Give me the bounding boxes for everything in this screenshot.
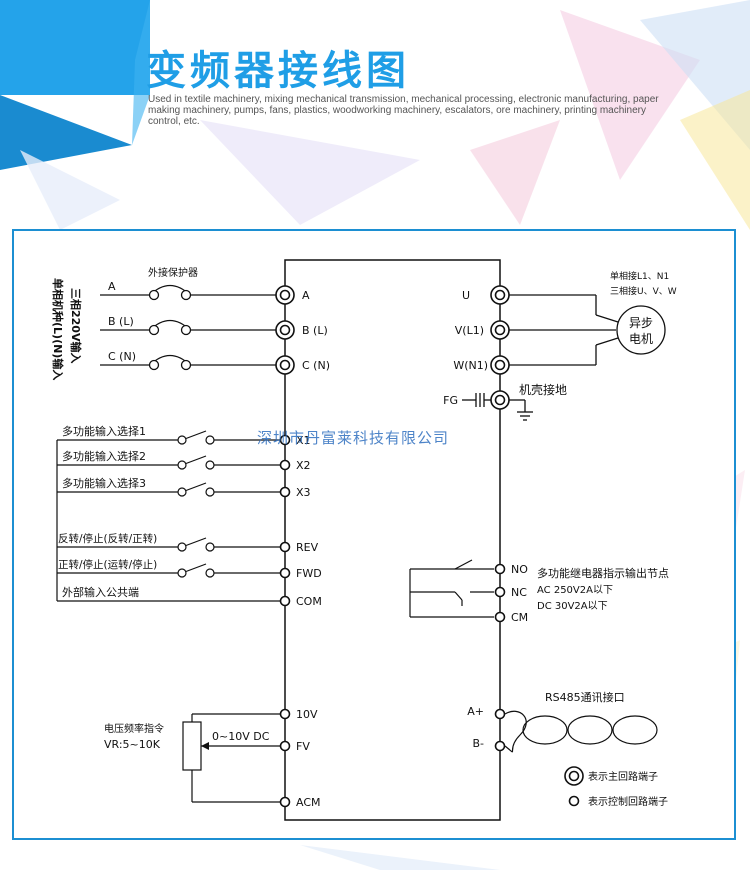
input-side-label-1: 三相220V输入 <box>69 288 83 363</box>
deco-triangle-4 <box>200 120 420 225</box>
line-label-c: C (N) <box>108 350 136 363</box>
terminal-fv-label: FV <box>296 740 310 753</box>
main-terminals-right <box>490 285 510 410</box>
terminal-acm-label: ACM <box>296 796 321 809</box>
pot-label-1: 电压频率指令 <box>104 722 164 735</box>
legend-main-label: 表示主回路端子 <box>588 770 658 783</box>
terminal-a-plus-label: A+ <box>467 705 484 718</box>
potentiometer <box>182 713 280 803</box>
deco-triangle-3 <box>680 90 750 230</box>
line-label-b: B (L) <box>108 315 134 328</box>
terminal-10v-label: 10V <box>296 708 318 721</box>
terminal-b-minus-label: B- <box>472 737 484 750</box>
relay-terminals <box>494 563 506 623</box>
control-terminals-left <box>279 434 291 808</box>
legend-symbols <box>564 766 584 807</box>
terminal-b-label: B (L) <box>302 324 328 337</box>
motor-label-2: 电机 <box>629 332 653 346</box>
deco-triangle-1 <box>560 10 700 180</box>
motor-symbol <box>616 305 666 355</box>
terminal-w-label: W(N1) <box>453 359 488 372</box>
terminal-fg-label: FG <box>443 394 458 407</box>
motor-note-2: 三相接U、V、W <box>610 285 677 297</box>
relay-wiring <box>409 559 494 618</box>
rs485-wiring <box>504 710 658 753</box>
line-label-a: A <box>108 280 116 293</box>
protector-label: 外接保护器 <box>148 266 198 279</box>
switch-label-x3: 多功能输入选择3 <box>62 476 146 490</box>
rs485-terminals <box>494 708 506 752</box>
relay-label: 多功能继电器指示输出节点 <box>537 566 669 580</box>
terminal-fwd-label: FWD <box>296 567 322 580</box>
relay-ac-rating: AC 250V2A以下 <box>537 585 613 596</box>
deco-triangle-6 <box>20 150 120 230</box>
terminal-x1-label: X1 <box>296 434 311 447</box>
page-subtitle: Used in textile machinery, mixing mechan… <box>148 94 659 127</box>
switch-label-x1: 多功能输入选择1 <box>62 424 146 438</box>
switch-label-x2: 多功能输入选择2 <box>62 449 146 463</box>
deco-triangle-5 <box>470 120 560 225</box>
terminal-u-label: U <box>462 289 470 302</box>
legend-control-label: 表示控制回路端子 <box>588 795 668 808</box>
motor-wiring <box>462 294 619 421</box>
terminal-x2-label: X2 <box>296 459 311 472</box>
fv-signal-label: 0~10V DC <box>212 730 270 743</box>
motor-note-1: 单相接L1、N1 <box>610 270 669 282</box>
terminal-nc-label: NC <box>511 586 527 599</box>
inverter-body <box>284 259 501 821</box>
terminal-x3-label: X3 <box>296 486 311 499</box>
watermark: 深圳市丹富莱科技有限公司 <box>257 429 449 447</box>
terminal-a-label: A <box>302 289 310 302</box>
rs485-label: RS485通讯接口 <box>545 691 625 704</box>
terminal-rev-label: REV <box>296 541 319 554</box>
header-blue-block <box>0 0 150 95</box>
control-input-wiring <box>56 430 280 602</box>
main-terminals-left <box>275 285 295 375</box>
pot-label-2: VR:5~10K <box>104 738 161 751</box>
switch-label-com: 外部输入公共端 <box>62 585 139 599</box>
terminal-no-label: NO <box>511 563 528 576</box>
motor-label-1: 异步 <box>629 316 653 330</box>
header-dark-triangle <box>0 95 132 170</box>
breaker-contacts <box>148 289 192 371</box>
page-title: 变频器接线图 <box>146 48 410 94</box>
relay-dc-rating: DC 30V2A以下 <box>537 601 608 612</box>
terminal-v-label: V(L1) <box>455 324 484 337</box>
switch-label-rev: 反转/停止(反转/正转) <box>58 532 157 545</box>
header-light-triangle <box>132 0 150 145</box>
ground-label: 机壳接地 <box>519 382 567 397</box>
switch-label-fwd: 正转/停止(运转/停止) <box>58 558 157 571</box>
terminal-cm-label: CM <box>511 611 528 624</box>
control-switch-contacts <box>177 435 215 578</box>
input-side-label-2: 单相机种(L)(N)输入 <box>51 278 65 380</box>
deco-triangle-12 <box>300 845 500 870</box>
terminal-com-label: COM <box>296 595 322 608</box>
terminal-c-label: C (N) <box>302 359 330 372</box>
